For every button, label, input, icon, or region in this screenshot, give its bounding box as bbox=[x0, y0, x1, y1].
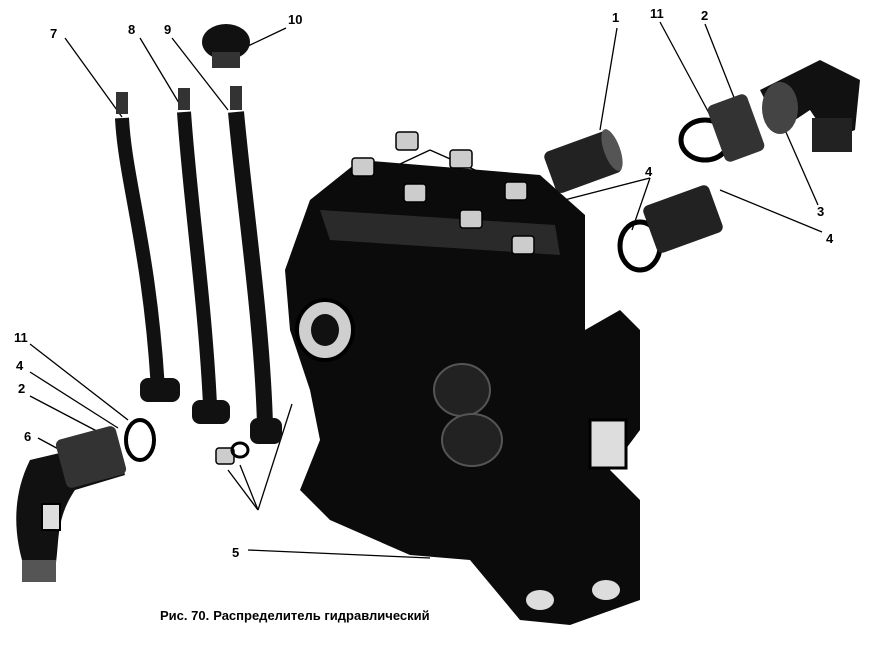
callout-2-left: 2 bbox=[18, 381, 25, 396]
figure-caption-label: Рис. 70. bbox=[160, 608, 210, 623]
callout-4-right: 4 bbox=[826, 231, 834, 246]
callout-11-left: 11 bbox=[14, 330, 28, 345]
hydraulic-hoses bbox=[115, 86, 282, 444]
callout-8: 8 bbox=[128, 22, 135, 37]
right-fittings bbox=[544, 60, 860, 273]
callout-2-right: 2 bbox=[701, 8, 708, 23]
callout-11-right: 11 bbox=[650, 6, 664, 21]
bolts bbox=[215, 131, 535, 465]
callout-4-center: 4 bbox=[645, 164, 653, 179]
figure-caption: Рис. 70.Распределитель гидравлический bbox=[160, 608, 434, 623]
callout-10: 10 bbox=[288, 12, 302, 27]
callout-9: 9 bbox=[164, 22, 171, 37]
callout-3: 3 bbox=[817, 204, 824, 219]
left-elbow-fitting bbox=[16, 418, 156, 582]
callout-1: 1 bbox=[612, 10, 619, 25]
filler-cap bbox=[202, 24, 250, 68]
callout-7: 7 bbox=[50, 26, 57, 41]
callout-5: 5 bbox=[232, 545, 239, 560]
callout-6: 6 bbox=[24, 429, 31, 444]
callout-4-left: 4 bbox=[16, 358, 24, 373]
distributor-body bbox=[285, 160, 640, 625]
figure-caption-text: Распределитель гидравлический bbox=[213, 608, 430, 623]
